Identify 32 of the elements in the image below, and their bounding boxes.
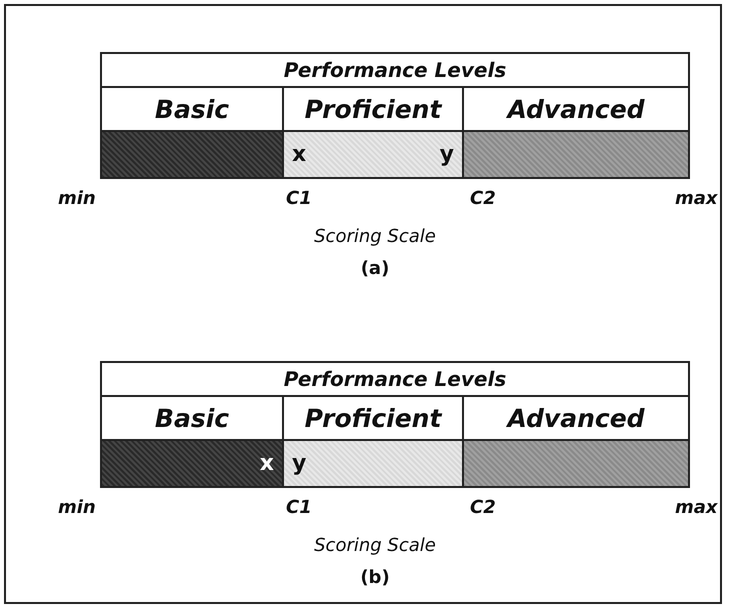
cut-score-label: C2 [470,188,496,209]
scale-min-label: min [58,188,96,209]
scale-segment [462,130,690,179]
level-name: Proficient [304,404,442,432]
scale-segment [100,130,284,179]
point-marker: y [292,451,306,476]
header-text: Performance Levels [284,58,506,82]
level-name: Basic [154,404,230,432]
table-header [100,361,690,397]
panel-label: (a) [360,258,390,279]
level-name: Basic [154,94,230,124]
level-name: Proficient [304,94,442,124]
cut-score-label: C2 [470,497,496,518]
scale-segment [462,439,690,488]
level-name: Advanced [507,404,645,432]
scale-segment [282,130,464,179]
level-name: Advanced [507,94,645,124]
panel-label: (b) [360,567,390,588]
axis-title: Scoring Scale [314,535,436,556]
scale-max-label: max [675,497,718,518]
point-marker: y [440,142,454,167]
scale-min-label: min [58,497,96,518]
point-marker: x [292,142,306,167]
point-marker: x [260,451,274,476]
cut-score-label: C1 [286,497,312,518]
scale-segment [282,439,464,488]
table-header [100,52,690,88]
cut-score-label: C1 [286,188,312,209]
scale-segment [100,439,284,488]
scale-max-label: max [675,188,718,209]
axis-title: Scoring Scale [314,226,436,247]
header-text: Performance Levels [284,367,506,391]
